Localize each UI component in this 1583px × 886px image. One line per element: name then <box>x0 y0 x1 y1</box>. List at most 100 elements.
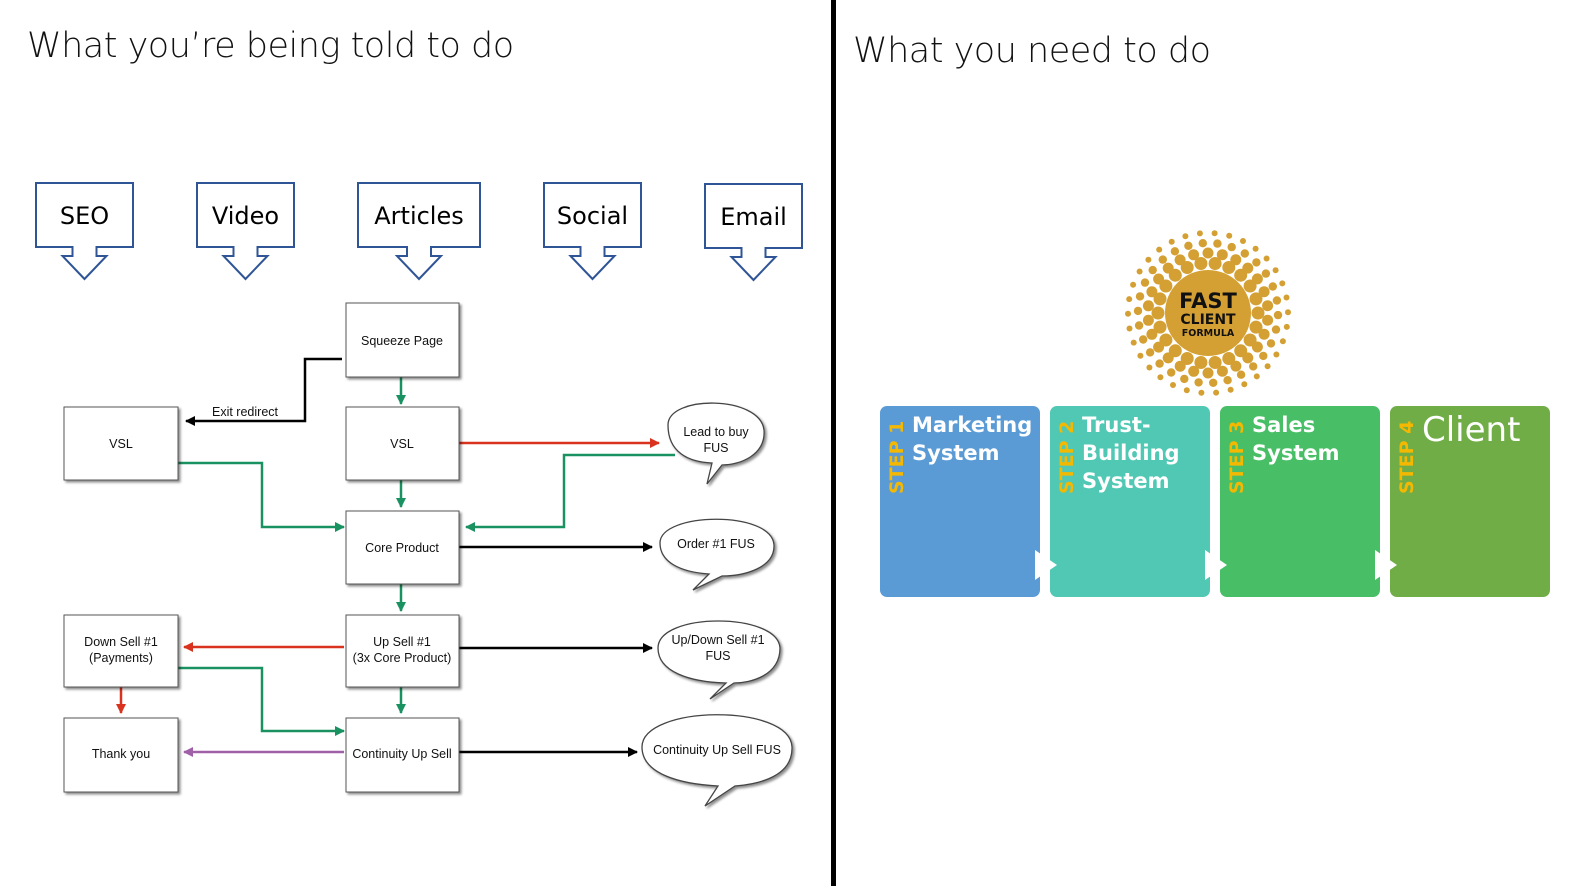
source-callout-video <box>196 182 295 281</box>
logo-dot <box>1240 249 1250 258</box>
logo-dot <box>1162 262 1174 274</box>
logo-dot <box>1223 376 1232 385</box>
node-core-label: Core Product <box>365 541 439 555</box>
logo-dot <box>1285 309 1291 316</box>
logo-dot <box>1227 242 1236 252</box>
step-tag: STEP 2 <box>1056 414 1078 494</box>
logo-dot <box>1184 241 1193 250</box>
logo-dot <box>1262 314 1274 326</box>
logo-dot <box>1249 292 1263 306</box>
source-label-social: Social <box>557 202 628 230</box>
node-core-product <box>345 510 460 585</box>
logo-dot <box>1156 246 1163 253</box>
logo-dot <box>1182 233 1189 240</box>
logo-dot <box>1170 382 1176 388</box>
node-vsl <box>345 406 460 481</box>
logo-dot <box>1211 230 1218 237</box>
logo-dot <box>1194 378 1203 387</box>
logo-dot <box>1142 314 1154 326</box>
logo-dot <box>1216 249 1228 261</box>
step-arrow-icon <box>1375 550 1397 580</box>
logo-dot <box>1241 381 1248 388</box>
logo-dot <box>1168 268 1182 282</box>
step-title-line: System <box>912 441 1000 465</box>
logo-dot <box>1251 341 1263 353</box>
source-callout-seo <box>35 182 134 281</box>
exit-redirect-label: Exit redirect <box>212 405 279 419</box>
logo-text-formula: FORMULA <box>1182 328 1235 339</box>
logo-dot <box>1198 239 1208 248</box>
logo-dot <box>1174 360 1186 372</box>
logo-dot <box>1146 328 1158 340</box>
logo-dot <box>1236 370 1246 379</box>
node-vsl-label: VSL <box>390 437 414 451</box>
step-tag-label: STEP 3 <box>1226 420 1248 494</box>
logo-dot <box>1145 256 1152 263</box>
logo-dot <box>1253 373 1260 380</box>
logo-dot <box>1251 306 1265 320</box>
step-tag-label: STEP 4 <box>1396 420 1418 494</box>
source-callout-social <box>543 182 642 281</box>
logo-dot <box>1140 278 1150 287</box>
logo-dot <box>1271 325 1281 334</box>
logo-dot <box>1130 281 1137 288</box>
node-thankyou-label: Thank you <box>92 747 150 761</box>
logo-dot <box>1226 232 1233 239</box>
logo-dot <box>1243 279 1257 293</box>
bubble-updown-fus <box>657 620 781 700</box>
logo-dot <box>1148 265 1157 275</box>
step-title-line: Client <box>1422 410 1521 450</box>
node-vsl-exit <box>63 406 179 481</box>
source-callout-articles <box>357 182 481 281</box>
step-title: Client <box>1422 410 1550 450</box>
logo-dot <box>1146 286 1158 298</box>
node-down-sell <box>63 614 179 688</box>
logo-dot <box>1126 325 1133 332</box>
logo-dot <box>1188 249 1200 261</box>
logo-dot <box>1202 247 1214 259</box>
bubble-lead-label-1: Lead to buy <box>683 425 749 439</box>
logo-dot <box>1159 279 1173 293</box>
bubble-order-fus <box>659 518 775 591</box>
logo-dot <box>1153 320 1167 334</box>
logo-dot <box>1134 321 1144 330</box>
logo-dot <box>1208 356 1222 369</box>
step-title-line: Trust- <box>1082 413 1151 437</box>
logo-dot <box>1168 344 1182 358</box>
logo-dot <box>1234 344 1248 358</box>
node-continuity-label: Continuity Up Sell <box>352 747 451 761</box>
logo-dot <box>1180 352 1194 365</box>
logo-dot <box>1194 356 1208 369</box>
logo-dot <box>1283 294 1290 301</box>
logo-dot <box>1162 352 1174 364</box>
step-title-line: Marketing <box>912 413 1033 437</box>
logo-dot <box>1264 363 1271 370</box>
logo-dot <box>1130 339 1137 346</box>
logo-dot <box>1279 280 1286 287</box>
logo-dot <box>1230 360 1242 372</box>
logo-dot <box>1198 389 1205 396</box>
step-title-line: Building <box>1082 441 1180 465</box>
step-tag-label: STEP 2 <box>1056 420 1078 494</box>
source-label-video: Video <box>212 202 279 230</box>
logo-dot <box>1262 300 1274 312</box>
logo-dot <box>1158 255 1168 264</box>
logo-dot <box>1146 364 1153 371</box>
node-squeeze-label: Squeeze Page <box>361 334 443 348</box>
step-title-line: System <box>1082 469 1170 493</box>
logo-dot <box>1249 320 1263 334</box>
logo-dot <box>1170 247 1180 256</box>
edge-downsell-to-continuity <box>178 666 345 736</box>
logo-dot <box>1249 362 1258 371</box>
logo-dot <box>1213 389 1220 396</box>
node-downsell-label-1: Down Sell #1 <box>84 635 158 649</box>
logo-dot <box>1283 323 1290 330</box>
logo-dot <box>1268 282 1278 291</box>
edge-vslexit-to-core <box>178 461 345 532</box>
logo-dot <box>1252 258 1261 267</box>
source-label-seo: SEO <box>60 202 109 230</box>
source-label-email: Email <box>720 203 787 231</box>
